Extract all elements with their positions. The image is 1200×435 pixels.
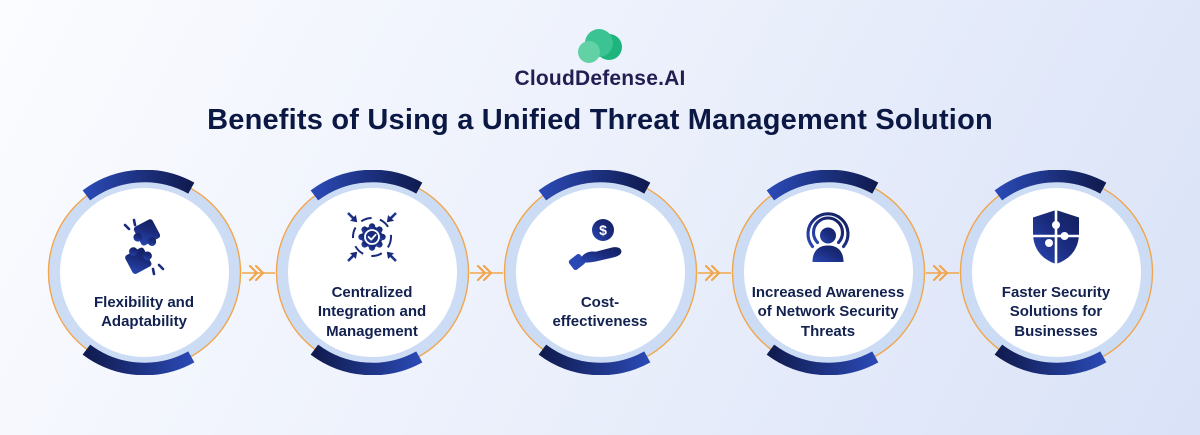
step-node-centralized: Centralized Integration and Management: [275, 170, 470, 375]
circle-ring: [503, 170, 697, 375]
centralized-management-icon: [339, 204, 405, 270]
circle-ring: [731, 170, 925, 375]
step-label: Flexibility and Adaptability: [93, 293, 195, 330]
page-title: Benefits of Using a Unified Threat Manag…: [207, 104, 993, 136]
logo-text: CloudDefense.AI: [514, 67, 686, 90]
step-node-cost: $ Cost- effectiveness: [503, 170, 698, 375]
shield-puzzle-icon: [1023, 204, 1089, 270]
arrow-connector: [469, 260, 503, 286]
step-label: Increased Awareness of Network Security …: [751, 284, 905, 340]
person-broadcast-icon: [795, 204, 861, 270]
hand-holding-coin-icon: $: [567, 214, 633, 280]
step-label: Cost- effectiveness: [552, 293, 648, 330]
puzzle-pieces-icon: [111, 214, 177, 280]
step-node-awareness: Increased Awareness of Network Security …: [731, 170, 926, 375]
clouddefense-logo-icon: [571, 26, 629, 66]
circle-ring: [275, 170, 469, 375]
step-node-flexibility: Flexibility and Adaptability: [47, 170, 242, 375]
circle-ring: [959, 170, 1153, 375]
step-label: Faster Security Solutions for Businesses: [1001, 284, 1111, 340]
circle-ring: [47, 170, 241, 375]
step-node-faster-security: Faster Security Solutions for Businesses: [959, 170, 1154, 375]
arrow-connector: [241, 260, 275, 286]
arrow-connector: [697, 260, 731, 286]
arrow-connector: [925, 260, 959, 286]
step-label: Centralized Integration and Management: [317, 284, 427, 340]
header: CloudDefense.AI: [0, 0, 1200, 91]
dollar-sign: $: [599, 222, 607, 238]
benefits-flow: Flexibility and Adaptability: [0, 170, 1200, 375]
